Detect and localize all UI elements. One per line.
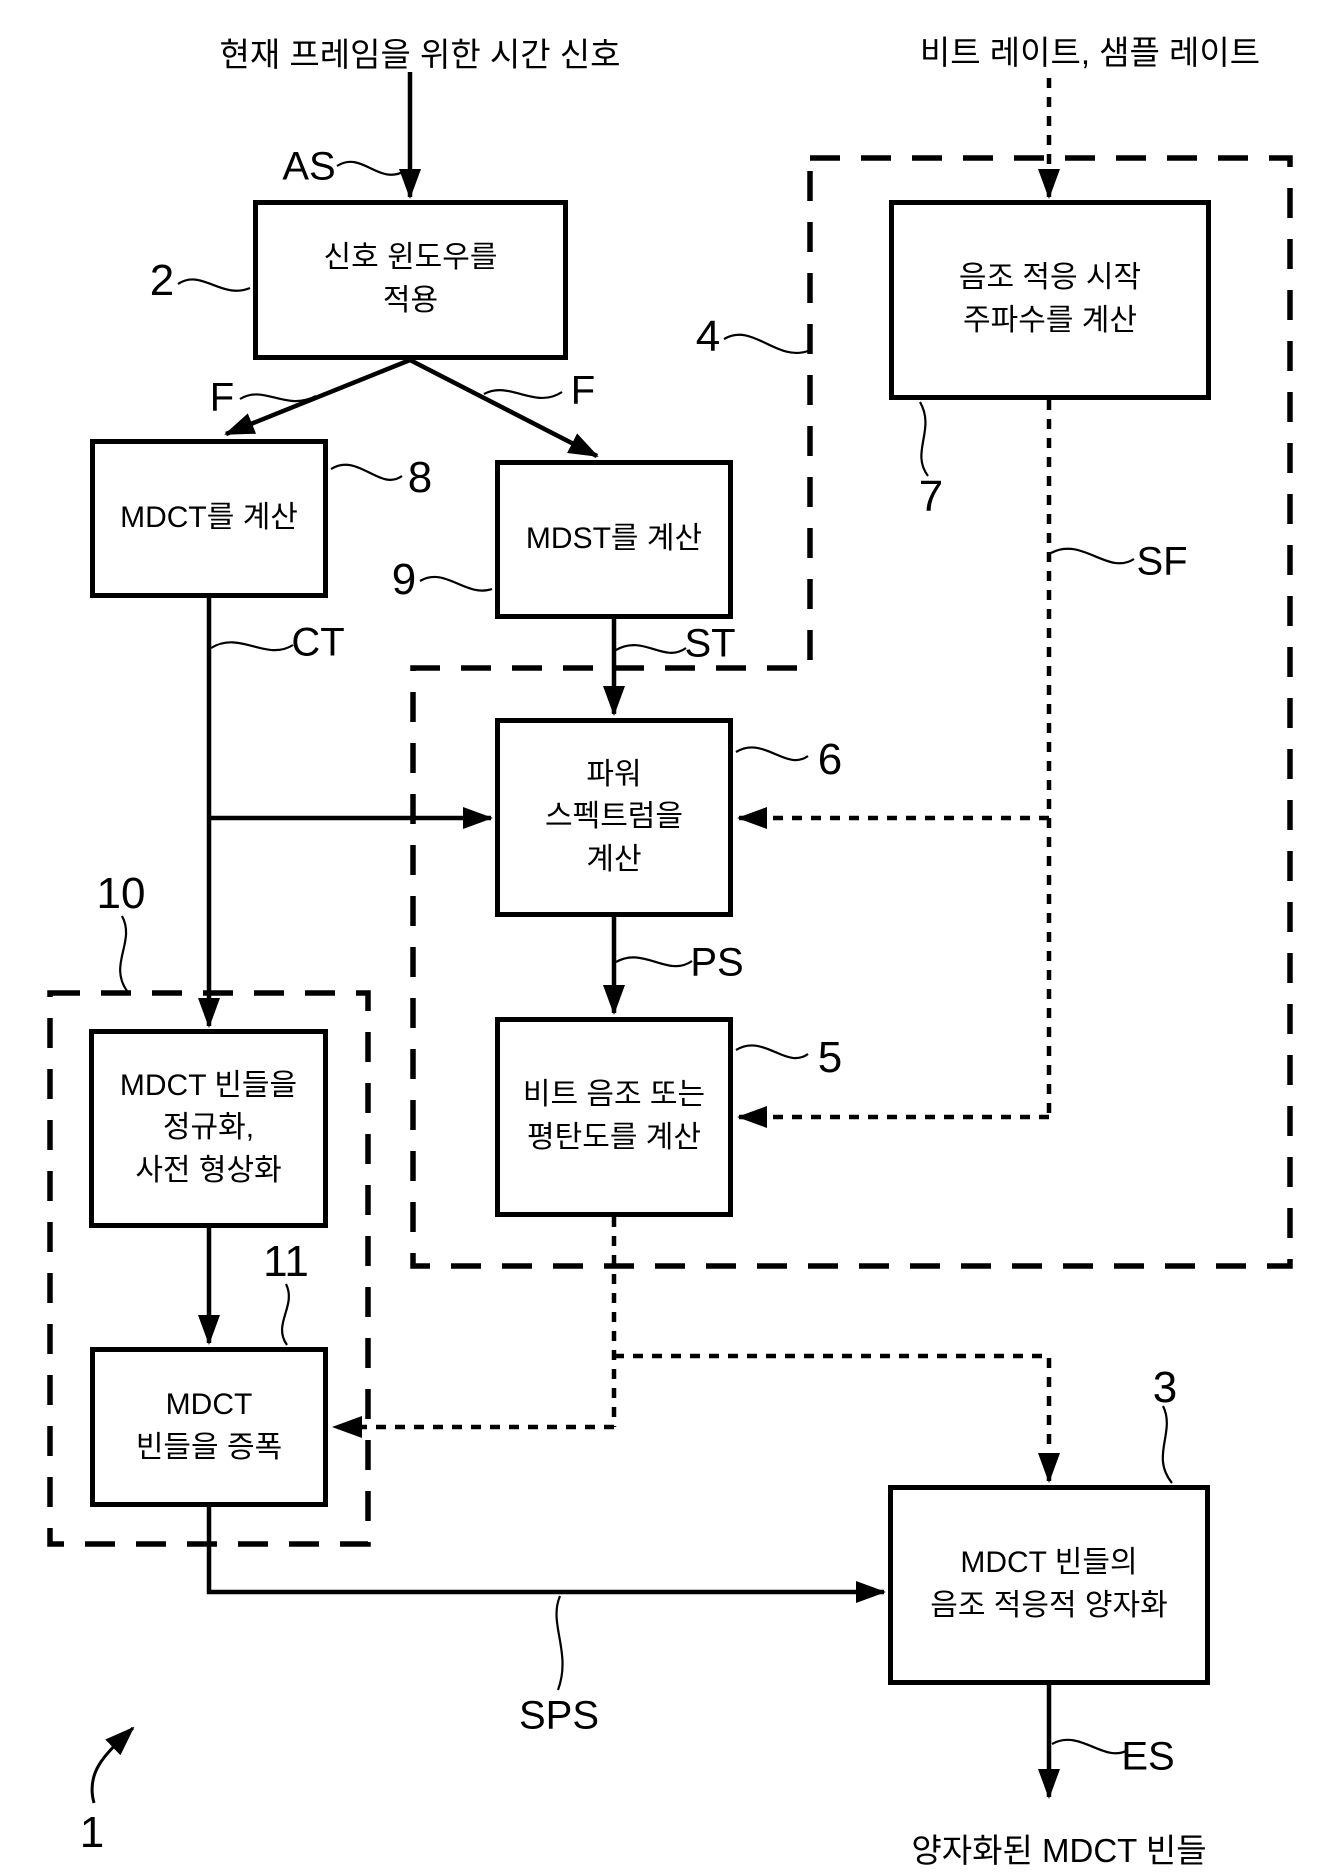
box-normalize-preshape: MDCT 빈들을 정규화, 사전 형상화	[89, 1029, 328, 1228]
ref-7: 7	[918, 472, 944, 521]
squiggle-st	[615, 644, 687, 654]
caption-time-signal: 현재 프레임을 위한 시간 신호	[219, 36, 621, 73]
ref-2: 2	[149, 256, 175, 305]
box-calc-start-frequency-text: 음조 적응 시작 주파수를 계산	[958, 261, 1142, 337]
squiggle-ps	[615, 956, 693, 968]
squiggle-ref9	[419, 575, 493, 592]
ref-5: 5	[817, 1033, 843, 1082]
box-calc-mdst-text: MDST를 계산	[525, 522, 703, 556]
ref-3: 3	[1152, 1363, 1178, 1412]
box-calc-mdct-text: MDCT를 계산	[120, 501, 298, 535]
label-es: ES	[1121, 1734, 1175, 1779]
squiggle-es	[1051, 1738, 1129, 1755]
squiggle-ref10	[119, 915, 128, 992]
label-sf: SF	[1136, 539, 1188, 584]
arrow-ref-1	[90, 1726, 135, 1804]
ref-10: 10	[96, 869, 146, 918]
label-sps: SPS	[518, 1693, 600, 1738]
dashed-region-4	[410, 155, 1293, 1269]
arrow-f-left	[224, 357, 411, 437]
box-amplify-bins-text: MDCT 빈들을 증폭	[135, 1388, 283, 1464]
box-quantize-text: MDCT 빈들의 음조 적응적 양자화	[930, 1546, 1168, 1622]
label-ps: PS	[690, 940, 744, 985]
squiggle-ref11	[281, 1283, 290, 1346]
squiggle-ref4	[723, 333, 809, 354]
box-apply-window-text: 신호 윈도우를 적용	[323, 241, 498, 317]
squiggle-ct	[210, 641, 294, 652]
box-calc-start-frequency: 음조 적응 시작 주파수를 계산	[889, 200, 1211, 400]
label-f-right: F	[570, 368, 596, 413]
dotted-arrow-tonality-to-quantize	[614, 1353, 1060, 1483]
squiggle-ref7	[919, 401, 929, 477]
arrow-sps	[206, 1507, 886, 1603]
arrow-f-right	[408, 357, 599, 459]
ref-8: 8	[407, 453, 433, 502]
squiggle-as	[336, 160, 406, 176]
squiggle-sps	[555, 1595, 564, 1691]
squiggle-ref5	[735, 1044, 809, 1060]
box-amplify-bins: MDCT 빈들을 증폭	[90, 1347, 328, 1507]
box-calc-mdst: MDST를 계산	[495, 460, 733, 619]
ref-9: 9	[391, 555, 417, 604]
label-ct: CT	[291, 620, 345, 665]
squiggle-ref2	[177, 278, 251, 292]
squiggle-ref3	[1161, 1405, 1173, 1484]
label-as: AS	[282, 144, 336, 189]
caption-bitrate-samplerate: 비트 레이트, 샘플 레이트	[919, 34, 1261, 71]
box-calc-power-spectrum: 파워 스펙트럼을 계산	[495, 718, 733, 917]
box-calc-tonality-flatness: 비트 음조 또는 평탄도를 계산	[495, 1017, 733, 1217]
squiggle-sf	[1050, 547, 1135, 565]
caption-quantized-bins: 양자화된 MDCT 빈들	[911, 1832, 1207, 1869]
squiggle-f-left	[239, 393, 317, 403]
label-f-left: F	[209, 375, 235, 420]
squiggle-f-right	[483, 389, 563, 399]
ref-1: 1	[79, 1808, 105, 1857]
ref-4: 4	[695, 312, 721, 361]
squiggle-ref6	[735, 746, 809, 762]
box-normalize-preshape-text: MDCT 빈들을 정규화, 사전 형상화	[119, 1068, 298, 1187]
box-apply-window: 신호 윈도우를 적용	[253, 200, 568, 360]
box-quantize: MDCT 빈들의 음조 적응적 양자화	[888, 1485, 1210, 1685]
ref-11: 11	[263, 1237, 309, 1286]
box-calc-tonality-flatness-text: 비트 음조 또는 평탄도를 계산	[522, 1078, 706, 1154]
squiggle-ref8	[330, 463, 403, 481]
label-st: ST	[684, 621, 736, 666]
box-calc-mdct: MDCT를 계산	[90, 439, 328, 598]
ref-6: 6	[817, 735, 843, 784]
box-calc-power-spectrum-text: 파워 스펙트럼을 계산	[545, 757, 683, 876]
